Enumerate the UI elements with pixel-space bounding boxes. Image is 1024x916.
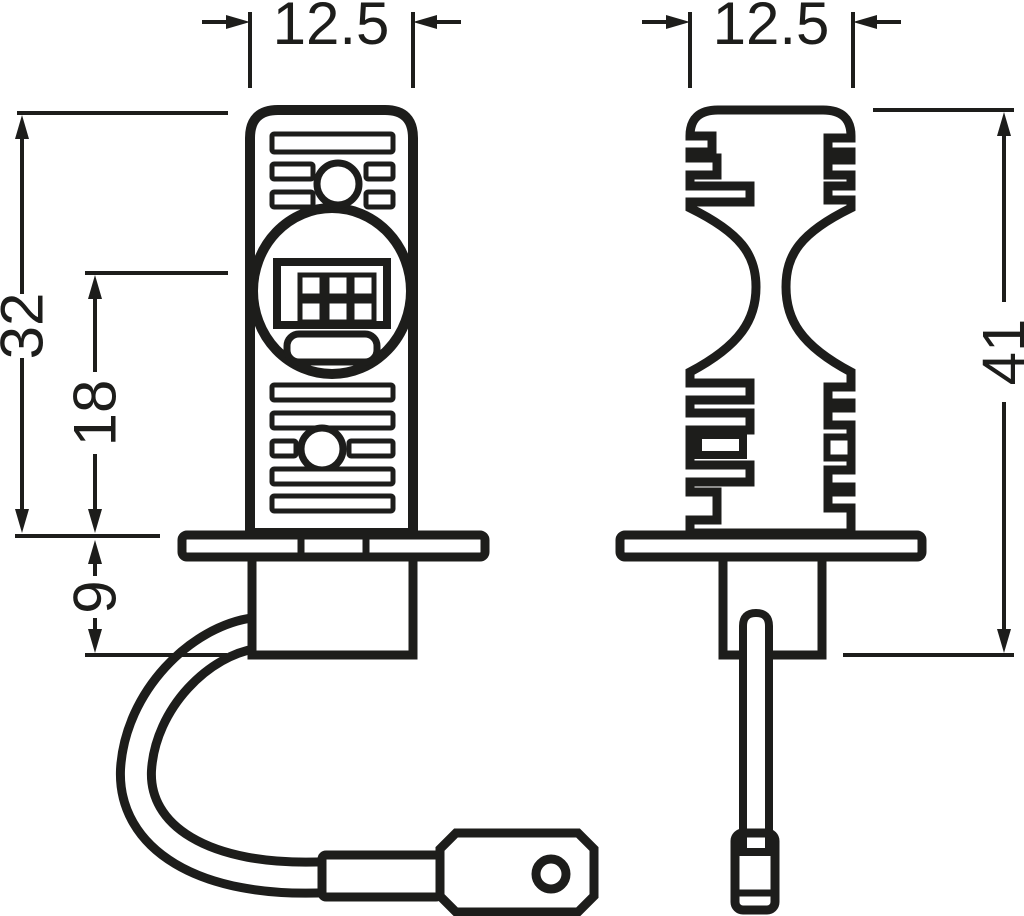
- front-view: [245, 105, 418, 538]
- screw-hole: [313, 159, 363, 209]
- fin-detail-box: [694, 431, 747, 459]
- lens-slot: [283, 330, 381, 366]
- vent-slot: [269, 161, 316, 182]
- base-flange: [615, 530, 927, 562]
- led-die: [324, 272, 352, 299]
- wire-lead: [115, 613, 332, 898]
- cooling-fin: [269, 438, 299, 459]
- cooling-fin: [269, 382, 396, 403]
- led-die: [297, 272, 325, 299]
- front-base: [177, 530, 490, 660]
- base-flange: [177, 530, 490, 562]
- pin-tip: [730, 828, 780, 915]
- cooling-fin: [346, 438, 396, 459]
- wire-sleeve: [317, 850, 445, 902]
- dimension-overall-length: 41: [843, 108, 1024, 657]
- cooling-fin: [269, 493, 396, 514]
- led-die: [324, 298, 352, 325]
- vent-slot: [363, 189, 396, 210]
- dimension-label: 12.5: [273, 0, 390, 57]
- dimension-label: 41: [971, 319, 1024, 386]
- dimension-body-length: 32: [0, 111, 228, 538]
- wire-terminal: [317, 828, 599, 916]
- dimension-label: 9: [62, 580, 129, 613]
- dimension-label: 18: [62, 380, 129, 447]
- vent-slot: [363, 161, 396, 182]
- dimension-label: 12.5: [713, 0, 830, 57]
- led-die: [349, 272, 377, 299]
- heatsink-profile: [685, 105, 856, 538]
- side-view: [615, 105, 927, 915]
- vent-slot: [269, 131, 396, 155]
- dimension-base-depth: 9: [62, 540, 227, 657]
- dimension-front-width: 12.5: [202, 0, 461, 88]
- dimension-led-center: 18: [62, 271, 228, 533]
- vent-slot: [269, 189, 316, 210]
- base-block: [247, 550, 418, 660]
- dimension-label: 32: [0, 293, 56, 360]
- dimension-side-width: 12.5: [642, 0, 901, 88]
- cooling-fin: [269, 410, 396, 431]
- led-die: [349, 298, 377, 325]
- fin-detail-box: [823, 433, 855, 462]
- connector-hole: [531, 854, 571, 894]
- screw-hole: [297, 424, 347, 474]
- contact-pin: [739, 608, 773, 856]
- cooling-fin: [269, 466, 396, 487]
- led-die: [297, 298, 325, 325]
- spade-connector: [435, 828, 599, 916]
